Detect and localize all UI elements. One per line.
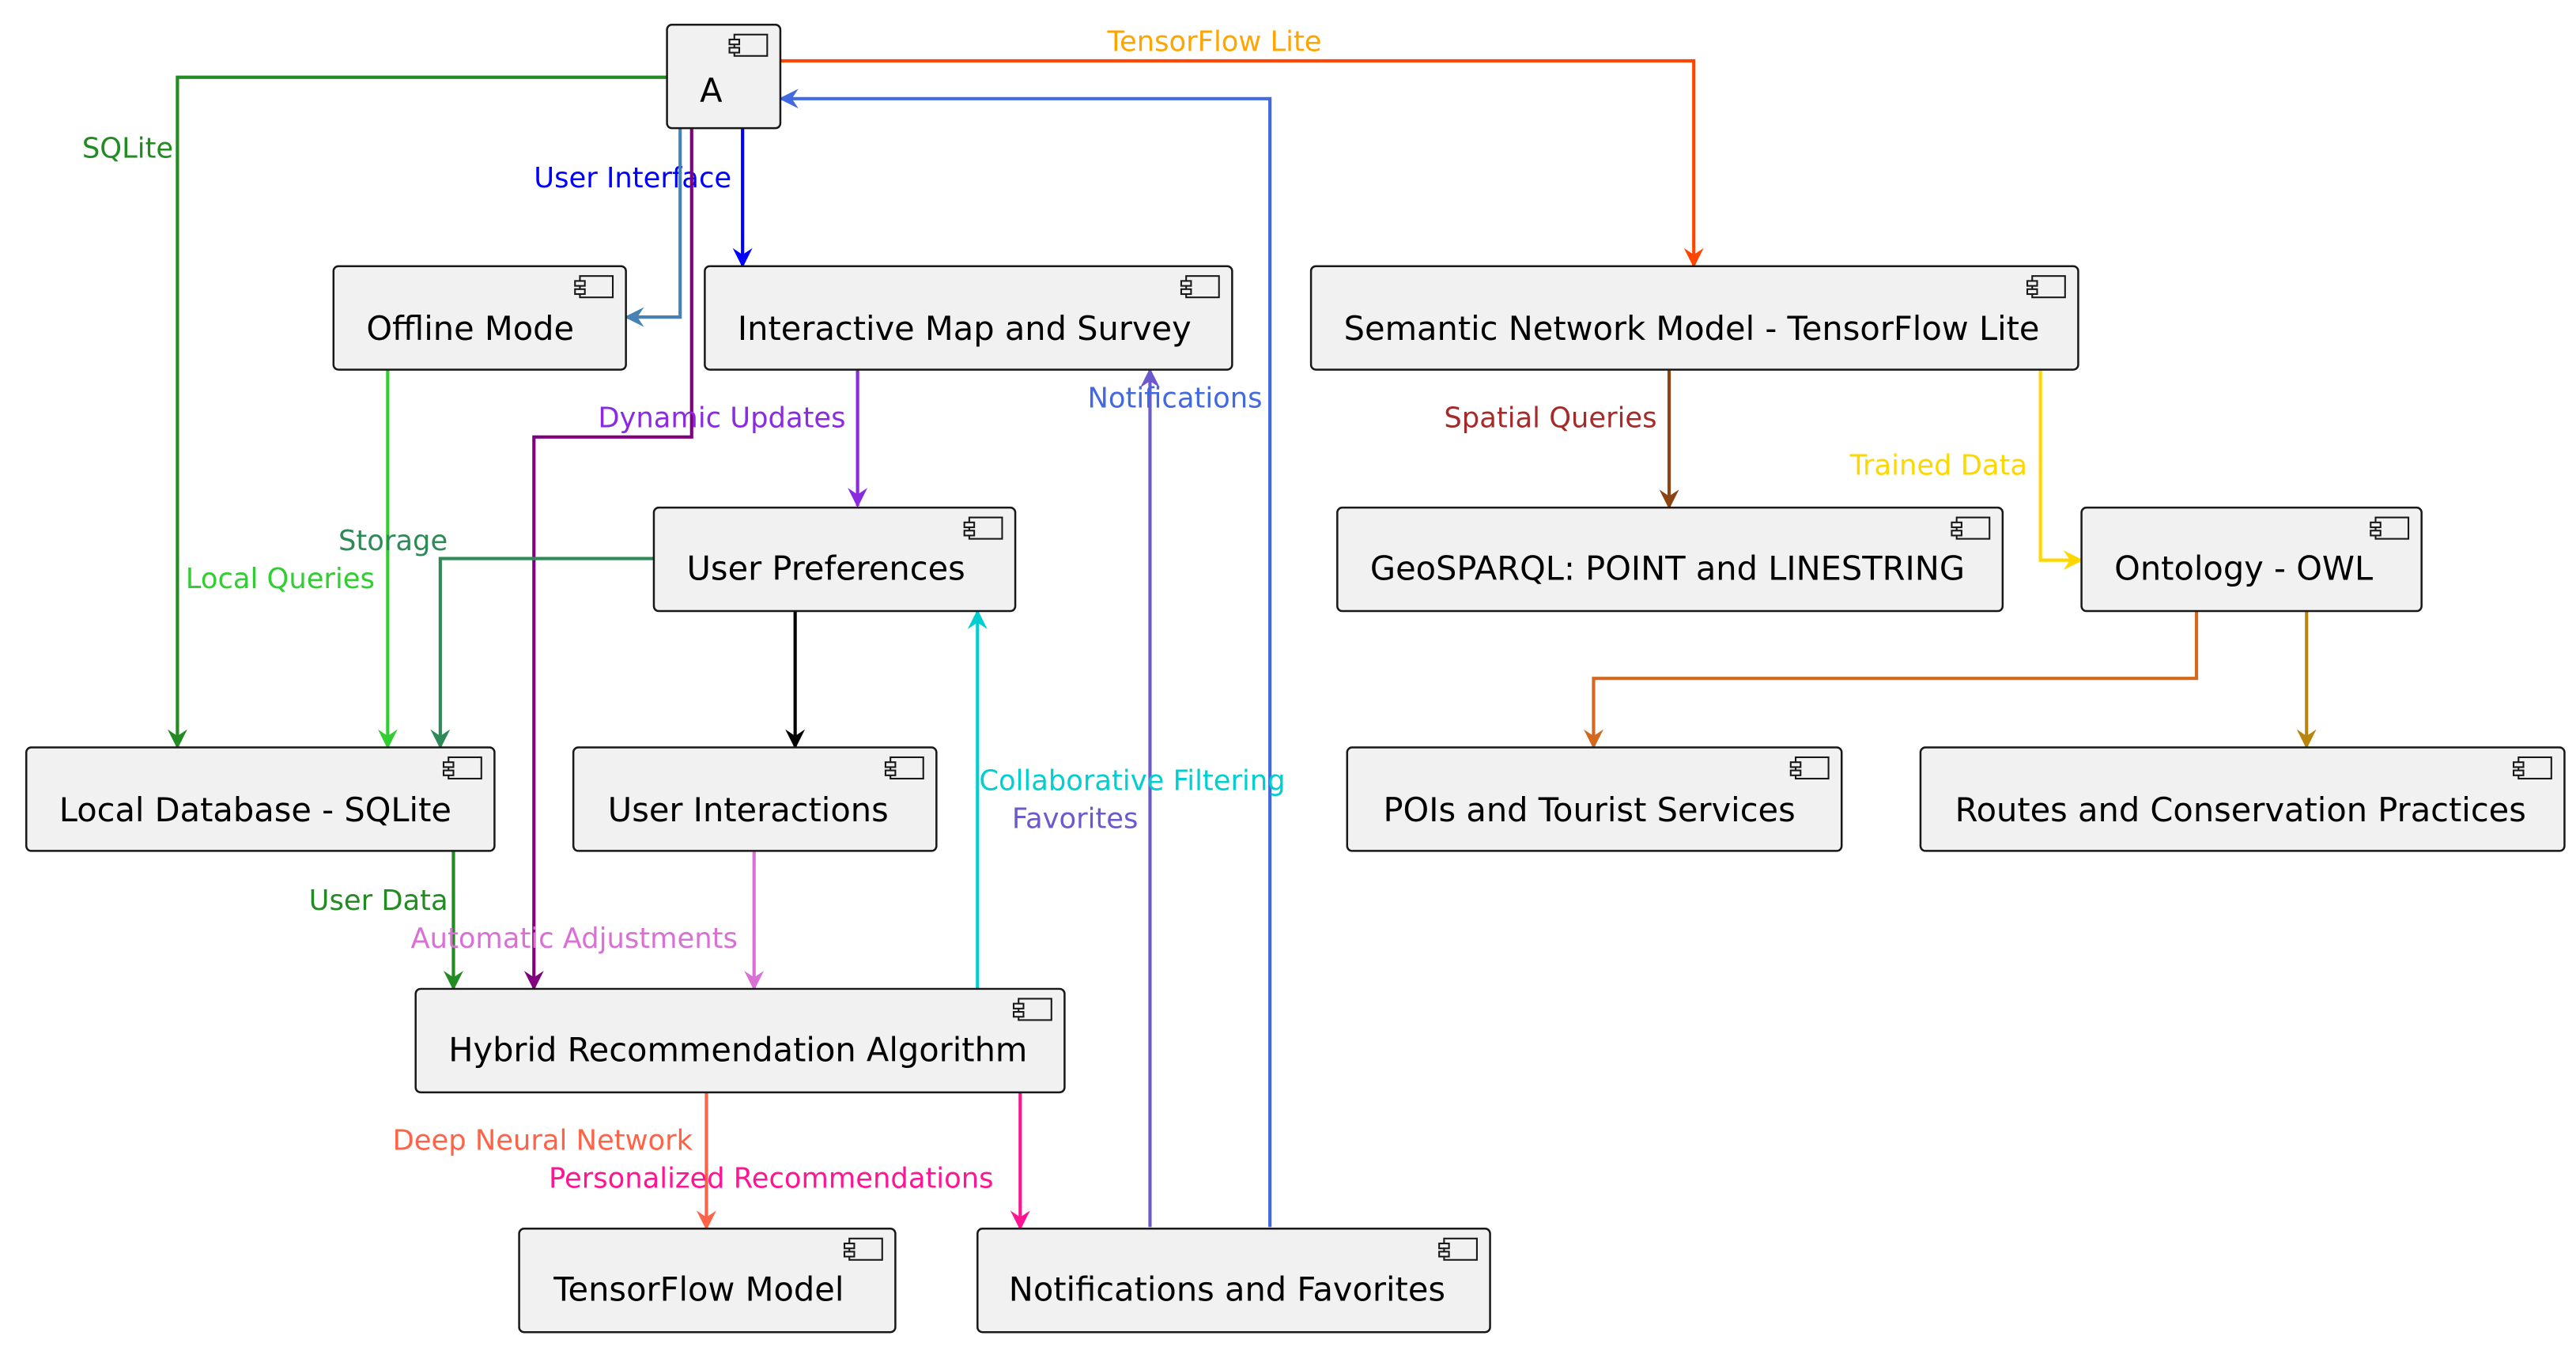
edge-a-to-hybrid-algorithm	[523, 128, 693, 991]
node-offline-mode[interactable]: Offline Mode	[332, 265, 627, 371]
component-icon	[1789, 756, 1830, 780]
edge-a-to-semantic-network-model: TensorFlow Lite	[780, 26, 1704, 268]
node-notifications-favorites[interactable]: Notifications and Favorites	[976, 1228, 1491, 1334]
node-label: TensorFlow Model	[553, 1270, 844, 1309]
edge-label-favorites: Favorites	[1012, 802, 1139, 835]
edge-preferences-to-local-database: Storage	[338, 525, 654, 749]
node-label: Semantic Network Model - TensorFlow Lite	[1344, 309, 2040, 348]
edge-hybrid-to-notifications: Personalized Recommendations	[549, 1092, 1030, 1231]
node-label: A	[700, 71, 723, 110]
node-hybrid-algorithm[interactable]: Hybrid Recommendation Algorithm	[414, 987, 1066, 1094]
edge-label-dynamic-updates: Dynamic Updates	[598, 402, 845, 434]
edge-interactions-to-hybrid: Automatic Adjustments	[410, 851, 765, 991]
edge-label-sqlite: SQLite	[82, 133, 173, 165]
edge-a-to-interactive-map: User Interface	[534, 128, 753, 268]
edge-label-spatial-queries: Spatial Queries	[1444, 402, 1656, 434]
edge-label-storage: Storage	[338, 525, 448, 557]
edge-label-automatic-adjustments: Automatic Adjustments	[410, 923, 737, 955]
node-label: Local Database - SQLite	[59, 790, 451, 829]
edge-local-database-to-hybrid: User Data	[309, 851, 463, 991]
node-pois[interactable]: POIs and Tourist Services	[1346, 746, 1843, 852]
component-icon	[442, 756, 482, 780]
edge-label-trained-data: Trained Data	[1849, 450, 2027, 482]
edge-map-to-user-preferences: Dynamic Updates	[598, 369, 868, 508]
component-icon	[843, 1237, 883, 1261]
edge-a-to-offline-mode	[624, 128, 682, 327]
node-label: Interactive Map and Survey	[738, 309, 1192, 348]
component-icon	[884, 756, 924, 780]
node-user-preferences[interactable]: User Preferences	[652, 506, 1017, 613]
edge-label-local-queries: Local Queries	[186, 563, 375, 595]
node-label: User Interactions	[608, 790, 889, 829]
component-icon	[2513, 756, 2552, 780]
component-icon	[728, 33, 769, 57]
node-label: Offline Mode	[366, 309, 574, 348]
node-a[interactable]: A	[666, 24, 782, 130]
node-label: Ontology - OWL	[2114, 549, 2373, 588]
node-label: GeoSPARQL: POINT and LINESTRING	[1370, 549, 1965, 588]
component-icon	[1012, 998, 1052, 1021]
edge-a-to-local-database: SQLite	[82, 75, 667, 749]
node-ontology-owl[interactable]: Ontology - OWL	[2080, 506, 2423, 613]
node-tensorflow-model[interactable]: TensorFlow Model	[518, 1228, 897, 1334]
edge-label-notifications: Notifications	[1088, 382, 1263, 414]
edge-semantic-to-geosparql: Spatial Queries	[1444, 369, 1679, 510]
component-icon	[2370, 516, 2410, 540]
node-label: Notifications and Favorites	[1009, 1270, 1445, 1309]
node-label: Routes and Conservation Practices	[1955, 790, 2526, 829]
component-icon	[963, 516, 1003, 540]
edge-label-collaborative-filtering: Collaborative Filtering	[979, 765, 1285, 798]
edge-hybrid-to-tensorflow-model: Deep Neural Network	[393, 1092, 716, 1231]
node-local-database[interactable]: Local Database - SQLite	[25, 746, 496, 852]
edge-semantic-to-ontology: Trained Data	[1849, 369, 2083, 571]
node-label: Hybrid Recommendation Algorithm	[448, 1030, 1027, 1069]
component-icon	[2026, 275, 2066, 299]
edge-ontology-to-pois	[1584, 611, 2199, 749]
edge-label-user-data: User Data	[309, 885, 448, 917]
component-icon	[574, 275, 614, 299]
node-interactive-map[interactable]: Interactive Map and Survey	[704, 265, 1233, 371]
component-icon	[1951, 516, 1991, 540]
component-icon	[1180, 275, 1220, 299]
edge-label-user-interface: User Interface	[534, 162, 731, 194]
edge-label-personalized-recommendations: Personalized Recommendations	[549, 1162, 994, 1194]
node-semantic-network-model[interactable]: Semantic Network Model - TensorFlow Lite	[1309, 265, 2079, 371]
edge-label-deep-neural-network: Deep Neural Network	[393, 1125, 693, 1157]
edge-hybrid-to-preferences: Collaborative Filtering	[967, 609, 1286, 989]
node-routes[interactable]: Routes and Conservation Practices	[1919, 746, 2566, 852]
node-label: User Preferences	[687, 549, 965, 588]
node-user-interactions[interactable]: User Interactions	[572, 746, 938, 852]
edge-notifications-to-hybrid: Favorites	[1012, 802, 1139, 835]
edge-offline-to-local-database: Local Queries	[186, 369, 398, 749]
edge-notifications-to-a	[778, 89, 1272, 1228]
component-icon	[1438, 1237, 1478, 1261]
node-label: POIs and Tourist Services	[1384, 790, 1796, 829]
edge-notifications-to-map: Notifications	[1088, 368, 1263, 1228]
node-geosparql[interactable]: GeoSPARQL: POINT and LINESTRING	[1336, 506, 2004, 613]
edge-label-tensorflow-lite: TensorFlow Lite	[1106, 26, 1321, 58]
